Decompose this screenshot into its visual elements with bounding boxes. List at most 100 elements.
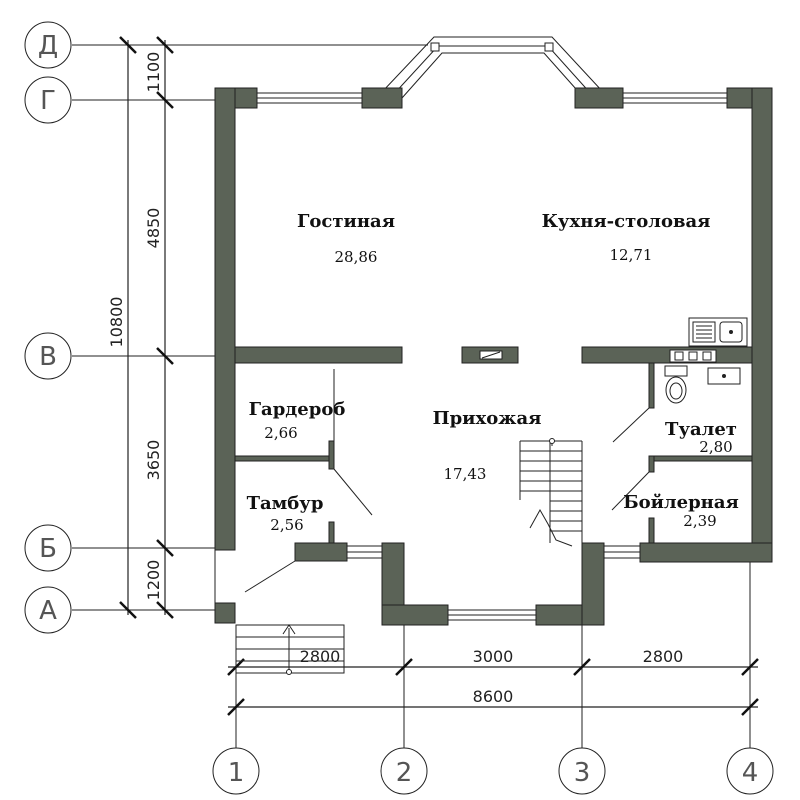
bay-window [381, 36, 604, 99]
tick [156, 539, 174, 557]
wall-right [751, 87, 773, 563]
walls [214, 87, 773, 626]
axis-bubble-4 [726, 747, 774, 795]
door-leaf-entrance [244, 560, 296, 593]
wall-top [361, 87, 403, 109]
tick [741, 658, 759, 676]
dim-vertical-3: 3650 [144, 440, 163, 481]
toilet-tank [664, 365, 688, 377]
tick [741, 698, 759, 716]
bay-corner-post [430, 42, 440, 52]
tick [119, 601, 137, 619]
axis-label-4: 4 [742, 758, 759, 788]
room-name-wardrobe: Гардероб [249, 399, 346, 420]
bay-window-outer [381, 36, 604, 93]
door-leaf [611, 471, 650, 511]
washbasin-drain [722, 374, 726, 378]
axis-bubble-d [24, 21, 72, 69]
door-leaf [333, 468, 373, 516]
axis-bubble-3 [558, 747, 606, 795]
dim-horizontal-total: 8600 [473, 687, 514, 706]
sink-drain [729, 330, 733, 334]
dim-vertical-4: 1200 [144, 560, 163, 601]
stair-break-line [529, 508, 573, 547]
tick [156, 601, 174, 619]
tick [573, 658, 591, 676]
axis-bubble-2 [380, 747, 428, 795]
doors [214, 369, 650, 603]
tick [395, 658, 413, 676]
axis-bubble-b [24, 524, 72, 572]
partition [648, 362, 655, 409]
burner-icon [688, 351, 698, 361]
burner-icon [702, 351, 712, 361]
dim-vertical-1: 1100 [144, 52, 163, 93]
wall-top [574, 87, 624, 109]
bay-corner-post [544, 42, 554, 52]
washbasin-icon [707, 367, 741, 385]
room-area-vestibule: 2,56 [270, 516, 303, 534]
wall-left-stub [214, 602, 236, 624]
sink-icon [688, 317, 748, 347]
vertical-dimensions: 10800 1100 4850 3650 1200 [107, 36, 174, 619]
partition [648, 455, 753, 462]
column-axes: 1 2 3 4 [212, 562, 774, 795]
tick [156, 347, 174, 365]
row-axes: Д Г В Б А [24, 21, 428, 634]
sink-drainboard [692, 321, 716, 343]
room-area-kitchen: 12,71 [610, 246, 653, 264]
dim-horizontal-2: 3000 [473, 647, 514, 666]
chimney-flue-line [481, 351, 501, 359]
partition [648, 455, 655, 473]
room-name-hall: Прихожая [433, 408, 542, 429]
axis-label-g: Г [40, 86, 56, 116]
partition [328, 521, 335, 544]
room-labels: Гостиная 28,86 Кухня-столовая 12,71 Гард… [247, 211, 739, 534]
kitchen-fixtures [669, 317, 748, 363]
partition [328, 440, 335, 470]
dim-vertical-2: 4850 [144, 208, 163, 249]
burner-icon [674, 351, 684, 361]
wall-projection-right [581, 542, 605, 626]
axis-label-3: 3 [574, 758, 591, 788]
partition [648, 517, 655, 544]
axis-bubble-v [24, 332, 72, 380]
wall-bottom-right [639, 542, 773, 563]
sink-bowl [719, 321, 743, 343]
windows [256, 92, 728, 621]
axis-label-d: Д [38, 31, 58, 61]
bay-window-inner-2 [401, 52, 585, 99]
wall-projection-bottom [381, 604, 449, 626]
axis-label-b: Б [39, 534, 57, 564]
toilet-fixtures [664, 365, 741, 404]
wall-left [214, 87, 236, 551]
wall-porch [294, 542, 348, 562]
up-arrow-icon [282, 624, 296, 635]
room-name-kitchen: Кухня-столовая [542, 211, 711, 232]
wall-interior [234, 346, 403, 364]
room-area-toilet: 2,80 [699, 438, 732, 456]
room-name-boiler: Бойлерная [623, 492, 739, 513]
axis-bubble-g [24, 76, 72, 124]
partition [234, 455, 330, 462]
dim-horizontal-1: 2800 [300, 647, 341, 666]
porch-steps [235, 624, 345, 675]
room-name-toilet: Туалет [665, 419, 737, 440]
toilet-icon [665, 376, 687, 404]
dim-horizontal-3: 2800 [643, 647, 684, 666]
bay-window-inner [392, 45, 593, 96]
room-area-wardrobe: 2,66 [264, 424, 297, 442]
room-area-boiler: 2,39 [683, 512, 716, 530]
staircase [519, 438, 583, 547]
tick [156, 91, 174, 109]
axis-bubble-a [24, 586, 72, 634]
wall-interior [581, 346, 753, 364]
tick [156, 36, 174, 54]
axis-bubble-1 [212, 747, 260, 795]
horizontal-dimensions: 2800 3000 2800 8600 [227, 647, 759, 716]
room-area-living: 28,86 [335, 248, 378, 266]
room-name-vestibule: Тамбур [247, 493, 324, 514]
axis-label-1: 1 [228, 758, 245, 788]
dim-vertical-total: 10800 [107, 297, 126, 348]
